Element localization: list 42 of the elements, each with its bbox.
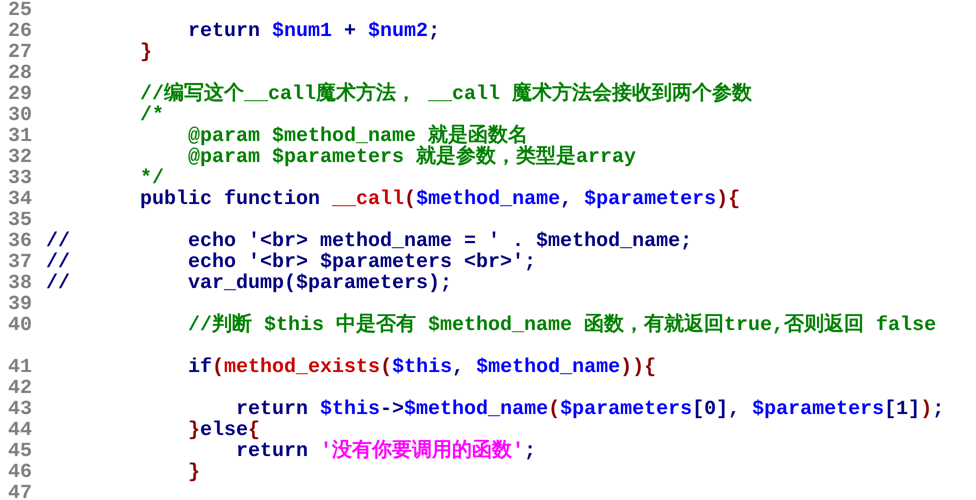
line-number: 45 bbox=[8, 441, 32, 462]
line-number: 29 bbox=[8, 84, 32, 105]
commented-code-line: echo '<br> method_name = ' . $method_name; bbox=[188, 231, 692, 252]
code-comment: //判断 $this 中是否有 $method_name 函数，有就返回true,否则返回 false bbox=[188, 315, 938, 336]
code-line: public function __call($method_name, $parameters){ bbox=[140, 189, 740, 210]
line-number: 40 bbox=[8, 315, 32, 336]
line-number: 42 bbox=[8, 378, 32, 399]
commented-code-line: // bbox=[46, 273, 70, 294]
code-line: return $num1 + $num2; bbox=[188, 21, 440, 42]
commented-code-line: var_dump($parameters); bbox=[188, 273, 452, 294]
code-line: if(method_exists($this, $method_name)){ bbox=[188, 357, 656, 378]
code-line: }else{ bbox=[188, 420, 260, 441]
line-number: 36 bbox=[8, 231, 32, 252]
line-number: 25 bbox=[8, 0, 32, 21]
code-comment: */ bbox=[140, 168, 164, 189]
code-line: } bbox=[140, 42, 152, 63]
line-number: 44 bbox=[8, 420, 32, 441]
line-number: 30 bbox=[8, 105, 32, 126]
line-number: 38 bbox=[8, 273, 32, 294]
line-number: 31 bbox=[8, 126, 32, 147]
line-number: 27 bbox=[8, 42, 32, 63]
line-number: 41 bbox=[8, 357, 32, 378]
line-number: 28 bbox=[8, 63, 32, 84]
line-number: 33 bbox=[8, 168, 32, 189]
line-number: 32 bbox=[8, 147, 32, 168]
line-number: 35 bbox=[8, 210, 32, 231]
line-number: 34 bbox=[8, 189, 32, 210]
line-number: 47 bbox=[8, 483, 32, 500]
commented-code-line: echo '<br> $parameters <br>'; bbox=[188, 252, 536, 273]
commented-code-line: // bbox=[46, 252, 70, 273]
code-line: return '没有你要调用的函数'; bbox=[236, 441, 536, 462]
line-number: 37 bbox=[8, 252, 32, 273]
line-number: 26 bbox=[8, 21, 32, 42]
commented-code-line: // bbox=[46, 231, 70, 252]
line-number: 43 bbox=[8, 399, 32, 420]
line-number: 46 bbox=[8, 462, 32, 483]
code-comment: //编写这个__call魔术方法， __call 魔术方法会接收到两个参数 bbox=[140, 84, 752, 105]
code-line: return $this->$method_name($parameters[0], $parameters[1]); bbox=[236, 399, 944, 420]
line-number: 39 bbox=[8, 294, 32, 315]
code-comment: @param $parameters 就是参数，类型是array bbox=[188, 147, 636, 168]
code-line: } bbox=[188, 462, 200, 483]
code-comment: /* bbox=[140, 105, 164, 126]
